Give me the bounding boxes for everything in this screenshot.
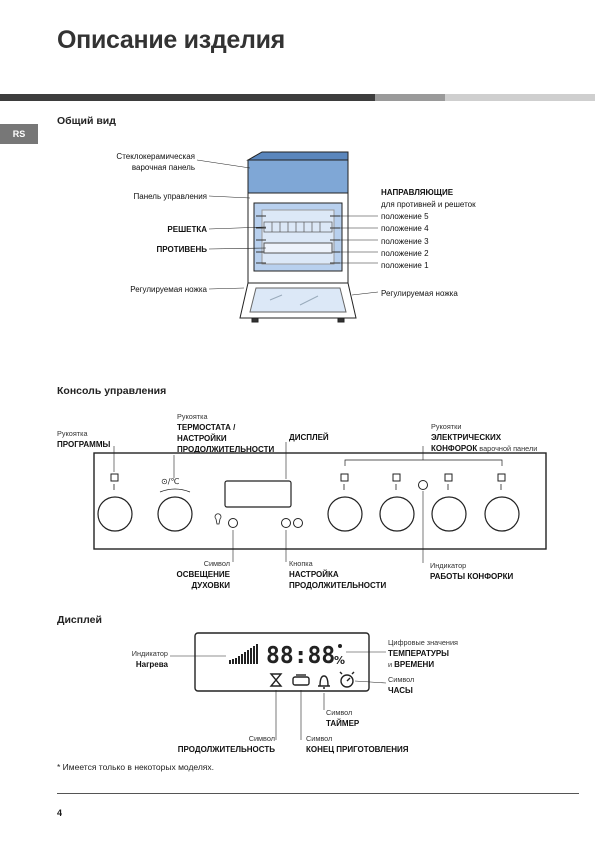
footnote: * Имеется только в некоторых моделях. <box>57 762 215 772</box>
guides-title: НАПРАВЛЯЮЩИЕ <box>381 188 454 197</box>
shelf-position-4: положение 4 <box>381 224 429 233</box>
general-view-heading: Общий вид <box>57 115 116 127</box>
thermostat-knob-label: Рукоятка ТЕРМОСТАТА / НАСТРОЙКИ ПРОДОЛЖИ… <box>177 412 275 454</box>
control-console-drawing <box>93 452 547 550</box>
display-label: ДИСПЛЕЙ <box>289 433 329 442</box>
timer-symbol-label: Символ ТАЙМЕР <box>326 708 360 728</box>
program-knob-label: Рукоятка ПРОГРАММЫ <box>57 429 111 449</box>
console-heading: Консоль управления <box>57 385 167 397</box>
heating-bars <box>229 644 258 664</box>
control-panel-label: Панель управления <box>133 192 208 201</box>
console-panel <box>93 452 547 550</box>
hob-knob-3 <box>431 496 467 532</box>
shelf-position-2: положение 2 <box>381 249 429 258</box>
end-symbol-label: Символ КОНЕЦ ПРИГОТОВЛЕНИЯ <box>306 734 409 754</box>
page-number: 4 <box>57 808 63 818</box>
hob-indicator-lamp <box>418 480 428 490</box>
thermostat-knob <box>157 496 193 532</box>
page-title: Описание изделия <box>57 26 285 54</box>
program-knob <box>97 496 133 532</box>
percent-sign: % <box>334 654 345 667</box>
console-leaders <box>113 442 424 563</box>
hob-label: Стеклокерамическая варочная панель <box>116 152 195 172</box>
display-panel <box>194 632 370 692</box>
hourglass-icon <box>269 673 283 687</box>
footer-line <box>57 793 579 794</box>
display-heading: Дисплей <box>57 614 102 626</box>
shelf-position-5: положение 5 <box>381 212 429 221</box>
display-readout: 88:88 <box>266 643 335 669</box>
light-button <box>228 518 238 528</box>
hob-knob-4 <box>484 496 520 532</box>
rack-label: РЕШЕТКА <box>167 225 207 234</box>
duration-symbol-label: Символ ПРОДОЛЖИТЕЛЬНОСТЬ <box>177 734 275 754</box>
hob-knobs-label: Рукоятки ЭЛЕКТРИЧЕСКИХ КОНФОРОК варочной… <box>431 422 538 453</box>
language-tab[interactable]: RS <box>0 124 38 144</box>
oven-light-symbol-label: Символ ОСВЕЩЕНИЕ ДУХОВКИ <box>176 559 230 590</box>
header-bar <box>0 94 595 101</box>
hob-top <box>247 159 349 194</box>
display-drawing: 88:88 % <box>194 632 370 692</box>
thermo-symbol: ⊙/℃ <box>161 477 179 486</box>
hob-knob-1 <box>327 496 363 532</box>
hob-indicator-label: Индикатор РАБОТЫ КОНФОРКИ <box>430 561 514 581</box>
shelf-position-3: положение 3 <box>381 237 429 246</box>
display-leaders <box>170 651 387 740</box>
clock-symbol-label: Символ ЧАСЫ <box>388 675 415 695</box>
guides-subtitle: для противней и решеток <box>381 200 476 209</box>
foot-left-label: Регулируемая ножка <box>130 285 207 294</box>
clock-button <box>293 518 303 528</box>
digits-label: Цифровые значения ТЕМПЕРАТУРЫ и ВРЕМЕНИ <box>388 638 458 669</box>
oven-illustration <box>239 151 357 323</box>
duration-button-label: Кнопка НАСТРОЙКА ПРОДОЛЖИТЕЛЬНОСТИ <box>289 559 387 590</box>
shelf-position-1: положение 1 <box>381 261 429 270</box>
duration-button <box>281 518 291 528</box>
tray-label: ПРОТИВЕНЬ <box>156 245 207 254</box>
hob-knob-2 <box>379 496 415 532</box>
heating-indicator-label: Индикатор Нагрева <box>131 649 168 669</box>
foot-right-label: Регулируемая ножка <box>381 289 458 298</box>
pot-icon <box>292 676 310 686</box>
bell-icon <box>318 675 330 689</box>
general-view-leaders <box>196 159 379 296</box>
console-display-window <box>224 480 292 508</box>
clock-icon <box>340 674 354 688</box>
tray-drawing <box>263 242 333 254</box>
